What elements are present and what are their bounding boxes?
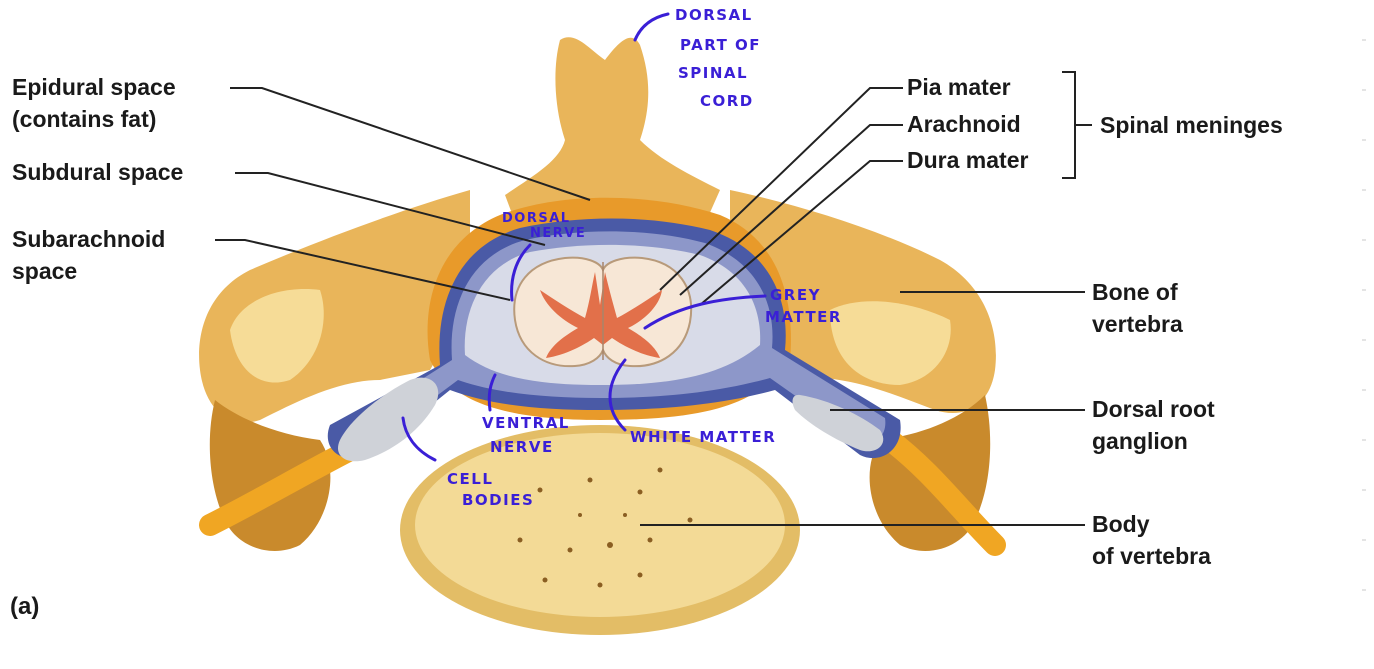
label-subarachnoid-2: space — [12, 258, 77, 284]
label-dura-mater: Dura mater — [907, 147, 1028, 173]
note-dorsal-part-4: CORD — [700, 92, 754, 110]
left-ganglion — [337, 377, 439, 462]
spinous-process — [505, 37, 720, 236]
grey-matter — [540, 272, 662, 358]
vertebra-illustration — [199, 37, 1006, 635]
note-lead-dorsal-part — [633, 12, 670, 42]
note-dorsal-nerve-2: NERVE — [530, 226, 586, 241]
label-bone-1: Bone of — [1092, 279, 1178, 305]
note-cell-1: CELL — [447, 470, 493, 488]
label-body-2: of vertebra — [1092, 543, 1211, 569]
note-dorsal-nerve-1: DORSAL — [502, 211, 571, 226]
note-ventral-2: NERVE — [490, 438, 554, 456]
label-epidural-1: Epidural space — [12, 74, 176, 100]
note-dorsal-part-3: SPINAL — [678, 64, 748, 82]
label-pia-mater: Pia mater — [907, 74, 1011, 100]
note-lead-cell — [401, 416, 437, 462]
vertebral-body-pores — [517, 467, 693, 588]
leader-subarachnoid — [215, 239, 511, 301]
dorsal-root-ganglion — [792, 394, 884, 452]
label-epidural-2: (contains fat) — [12, 106, 156, 132]
label-body-1: Body — [1092, 511, 1150, 537]
note-lead-ventral — [487, 373, 497, 412]
label-drg-1: Dorsal root — [1092, 396, 1215, 422]
label-subarachnoid-1: Subarachnoid — [12, 226, 165, 252]
leader-subdural — [235, 172, 546, 246]
leader-pia — [659, 87, 903, 291]
note-dorsal-part-2: PART OF — [680, 36, 761, 54]
note-lead-dorsal-nerve — [510, 243, 532, 302]
note-lead-grey — [643, 294, 767, 330]
label-arachnoid: Arachnoid — [907, 111, 1021, 137]
printed-labels: Epidural space (contains fat) Subdural s… — [10, 74, 1283, 620]
note-ventral-1: VENTRAL — [482, 414, 570, 432]
right-bone-highlight — [830, 301, 951, 385]
meninges-bracket — [1062, 71, 1092, 179]
label-drg-2: ganglion — [1092, 428, 1188, 454]
note-white-matter: WHITE MATTER — [630, 428, 776, 446]
label-spinal-meninges: Spinal meninges — [1100, 112, 1283, 138]
note-dorsal-part-1: DORSAL — [675, 6, 753, 24]
note-cell-2: BODIES — [462, 491, 534, 509]
leader-arachnoid — [679, 124, 903, 296]
leader-dura — [699, 160, 903, 306]
left-bone-highlight — [230, 289, 324, 383]
margin-marks — [1362, 39, 1366, 591]
figure-tag: (a) — [10, 593, 39, 620]
note-grey-2: MATTER — [765, 308, 842, 326]
label-subdural: Subdural space — [12, 159, 183, 185]
note-lead-white — [608, 358, 627, 432]
note-grey-1: GREY — [770, 286, 821, 304]
vertebral-body-surface — [415, 433, 785, 617]
leader-epidural — [230, 87, 591, 201]
label-bone-2: vertebra — [1092, 311, 1183, 337]
right-spinal-nerve — [879, 429, 1006, 556]
handwritten-annotations: DORSAL PART OF SPINAL CORD DORSAL NERVE … — [401, 6, 842, 509]
leader-lines — [215, 87, 1085, 526]
